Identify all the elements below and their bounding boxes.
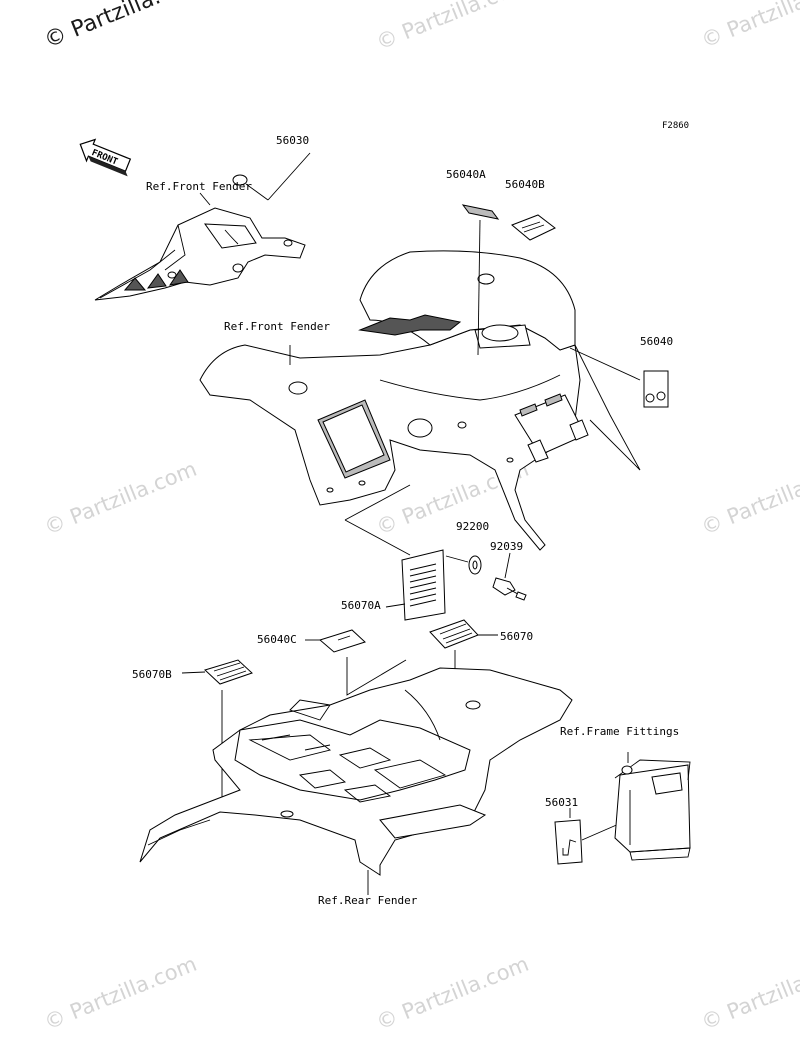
part-number-56040C: 56040C bbox=[257, 633, 297, 646]
part-56040C bbox=[318, 629, 366, 653]
part-number-56070B: 56070B bbox=[132, 668, 172, 681]
watermark: © Partzilla.com bbox=[698, 952, 800, 1035]
part-number-56040: 56040 bbox=[640, 335, 673, 348]
watermark: © Partzilla.com bbox=[41, 457, 200, 540]
figure-code: F2860 bbox=[662, 121, 689, 131]
part-56070A bbox=[401, 549, 446, 621]
rear-fender bbox=[139, 667, 573, 876]
part-56040A bbox=[461, 204, 500, 220]
watermark: © Partzilla.com bbox=[41, 952, 200, 1035]
front-arrow-icon: FRONT bbox=[79, 138, 132, 177]
part-56070 bbox=[429, 619, 479, 649]
part-number-56040B: 56040B bbox=[505, 178, 545, 191]
part-number-56030: 56030 bbox=[276, 134, 309, 147]
part-number-92039: 92039 bbox=[490, 540, 523, 553]
watermark: © Partzilla.com bbox=[698, 457, 800, 540]
frame-fittings bbox=[614, 759, 691, 861]
part-number-56070: 56070 bbox=[500, 630, 533, 643]
part-number-56040A: 56040A bbox=[446, 168, 486, 181]
front-fender-small bbox=[94, 207, 306, 301]
ref-front-fender-top: Ref.Front Fender bbox=[146, 180, 252, 193]
front-fender-large bbox=[199, 250, 641, 551]
ref-front-fender-middle: Ref.Front Fender bbox=[224, 320, 330, 333]
watermarks: © Partzilla. © Partzilla.com © Partzilla… bbox=[41, 0, 800, 1035]
watermark: © Partzilla.com bbox=[698, 0, 800, 53]
part-number-92200: 92200 bbox=[456, 520, 489, 533]
ref-frame-fittings: Ref.Frame Fittings bbox=[560, 725, 679, 738]
part-number-56031: 56031 bbox=[545, 796, 578, 809]
part-92039 bbox=[492, 577, 527, 601]
watermark-main: © Partzilla. bbox=[41, 0, 164, 54]
part-number-56070A: 56070A bbox=[341, 599, 381, 612]
part-56040B bbox=[511, 214, 556, 241]
watermark: © Partzilla.com bbox=[373, 952, 532, 1035]
part-56031 bbox=[554, 819, 583, 865]
part-56030 bbox=[232, 174, 248, 186]
ref-rear-fender: Ref.Rear Fender bbox=[318, 894, 418, 907]
watermark: © Partzilla.com bbox=[373, 0, 532, 55]
